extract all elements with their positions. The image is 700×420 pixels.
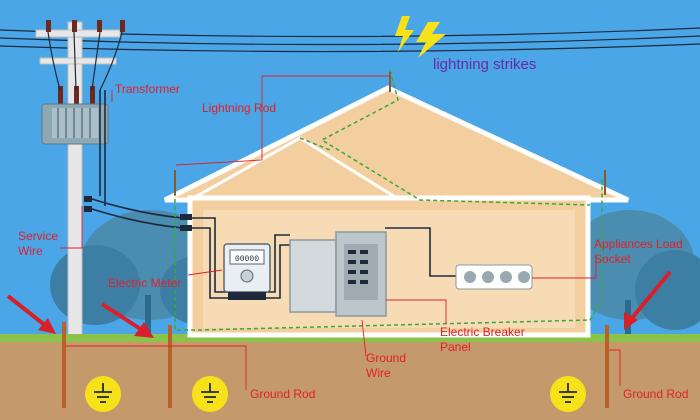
ground-rods bbox=[62, 322, 609, 408]
meter-reading: 00000 bbox=[235, 255, 259, 264]
electric-breaker-panel bbox=[289, 231, 387, 317]
transformer bbox=[41, 103, 109, 145]
service-wire bbox=[91, 90, 184, 229]
red-arrows bbox=[6, 270, 672, 338]
label-leaders bbox=[60, 75, 621, 390]
appliances-load-socket bbox=[455, 264, 533, 290]
grass-strip bbox=[0, 334, 700, 342]
lightning-strikes-label: lightning strikes bbox=[433, 56, 536, 73]
appliances-label-line2: Socket bbox=[594, 252, 631, 266]
breaker-panel-label-line1: Electric Breaker bbox=[440, 325, 525, 339]
ground-wire bbox=[174, 69, 603, 331]
ground-wire-label-line1: Ground bbox=[366, 351, 406, 365]
lightning-rods bbox=[174, 72, 606, 195]
ground-wire-label-line2: Wire bbox=[366, 366, 391, 380]
electric-meter-label: Electric Meter bbox=[108, 276, 181, 290]
insulators bbox=[46, 20, 125, 104]
appliances-label-line1: Appliances Load bbox=[594, 237, 683, 251]
ground-rod-center-label: Ground Rod bbox=[250, 387, 315, 401]
ground-symbol-icon bbox=[85, 376, 586, 412]
lightning-rod-label: Lightning Rod bbox=[202, 101, 276, 115]
service-wire-label-line2: Wire bbox=[18, 244, 43, 258]
utility-pole bbox=[35, 20, 125, 341]
lightning-bolt-icon bbox=[395, 16, 446, 58]
electric-meter: 00000 bbox=[223, 243, 271, 300]
ground-rod-right-label: Ground Rod bbox=[623, 387, 688, 401]
ground-soil bbox=[0, 338, 700, 420]
breaker-panel-label-line2: Panel bbox=[440, 340, 471, 354]
transformer-label: Transformer bbox=[115, 82, 180, 96]
service-wire-label-line1: Service bbox=[18, 229, 58, 243]
